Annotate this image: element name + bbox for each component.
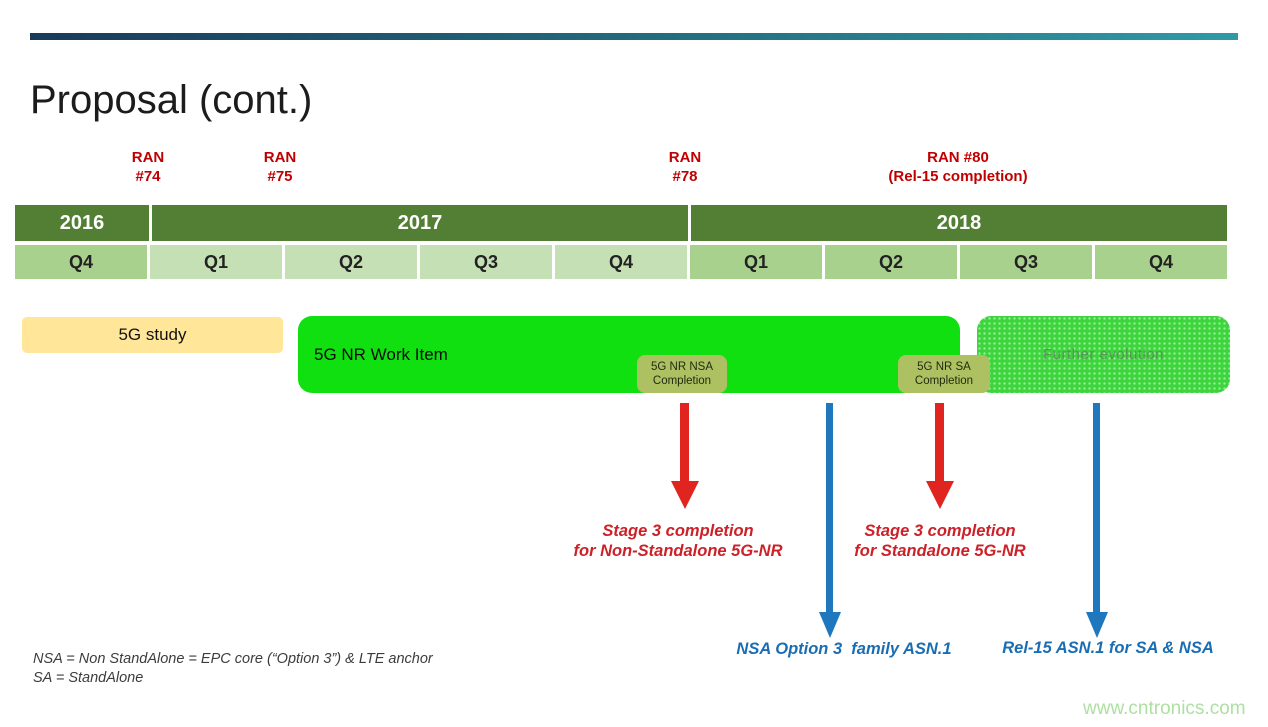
milestone-line2: #78 <box>672 168 698 185</box>
label-line2: Completion <box>914 375 974 387</box>
caption-line1: Stage 3 completion <box>864 522 1016 540</box>
quarter-cell-2017-q1: Q1 <box>150 245 282 279</box>
milestone-line1: RAN #80 <box>927 149 989 166</box>
header-accent-bar <box>30 33 1238 40</box>
red-arrow-head <box>926 481 954 509</box>
red-arrow-shaft <box>680 403 689 481</box>
quarter-cell-2016-q4: Q4 <box>15 245 147 279</box>
watermark: www.cntronics.com <box>1083 698 1246 719</box>
label-line2: Completion <box>652 375 712 387</box>
caption-line2: for Non-Standalone 5G-NR <box>573 542 783 560</box>
timeline-quarter-row: Q4 Q1 Q2 Q3 Q4 Q1 Q2 Q3 Q4 <box>15 245 1227 279</box>
footnote-sa: SA = StandAlone <box>33 670 144 686</box>
page-title: Proposal (cont.) <box>30 78 313 122</box>
year-cell-2017: 2017 <box>152 205 688 241</box>
timeline-year-row: 2016 2017 2018 <box>15 205 1227 241</box>
blue-arrow-shaft <box>1093 403 1100 612</box>
footnote-nsa: NSA = Non StandAlone = EPC core (“Option… <box>33 651 433 667</box>
caption-nsa-option3-asn1: NSA Option 3 family ASN.1 <box>736 640 952 658</box>
quarter-cell-2018-q3: Q3 <box>960 245 1092 279</box>
footnotes: NSA = Non StandAlone = EPC core (“Option… <box>33 650 433 688</box>
year-cell-2016: 2016 <box>15 205 149 241</box>
quarter-cell-2018-q4: Q4 <box>1095 245 1227 279</box>
milestone-ran-74: RAN #74 <box>28 148 268 186</box>
quarter-cell-2017-q3: Q3 <box>420 245 552 279</box>
milestone-line1: RAN <box>131 149 165 166</box>
caption-rel15-asn1: Rel-15 ASN.1 for SA & NSA <box>1002 639 1214 657</box>
red-arrow-head <box>671 481 699 509</box>
caption-stage3-standalone: Stage 3 completion for Standalone 5G-NR <box>780 521 1100 561</box>
milestone-line2: #75 <box>267 168 293 185</box>
milestone-line1: RAN <box>263 149 297 166</box>
bar-5g-nr-work-item-label: 5G NR Work Item <box>314 344 448 364</box>
label-5g-nr-nsa-completion: 5G NR NSA Completion <box>637 355 727 393</box>
label-5g-nr-sa-completion: 5G NR SA Completion <box>898 355 990 393</box>
blue-arrow-head <box>819 612 841 638</box>
milestone-line1: RAN <box>668 149 702 166</box>
quarter-cell-2017-q4: Q4 <box>555 245 687 279</box>
bar-further-evolution-label: Further evolution <box>1042 346 1165 363</box>
year-cell-2018: 2018 <box>691 205 1227 241</box>
blue-arrow-head <box>1086 612 1108 638</box>
caption-line1: Stage 3 completion <box>602 522 754 540</box>
quarter-cell-2017-q2: Q2 <box>285 245 417 279</box>
bar-further-evolution: Further evolution <box>977 316 1230 393</box>
bar-5g-nr-work-item: 5G NR Work Item <box>298 316 960 393</box>
milestone-ran-75: RAN #75 <box>160 148 400 186</box>
milestone-line2: #74 <box>135 168 161 185</box>
milestone-ran-78: RAN #78 <box>565 148 805 186</box>
milestone-ran-80: RAN #80 (Rel-15 completion) <box>838 148 1078 186</box>
bar-5g-study: 5G study <box>22 317 283 353</box>
caption-stage3-non-standalone: Stage 3 completion for Non-Standalone 5G… <box>518 521 838 561</box>
quarter-cell-2018-q1: Q1 <box>690 245 822 279</box>
caption-line2: for Standalone 5G-NR <box>854 542 1026 560</box>
label-line1: 5G NR SA <box>917 361 971 373</box>
label-line1: 5G NR NSA <box>651 361 713 373</box>
quarter-cell-2018-q2: Q2 <box>825 245 957 279</box>
blue-arrow-shaft <box>826 403 833 612</box>
red-arrow-shaft <box>935 403 944 481</box>
milestone-line2: (Rel-15 completion) <box>888 168 1028 185</box>
